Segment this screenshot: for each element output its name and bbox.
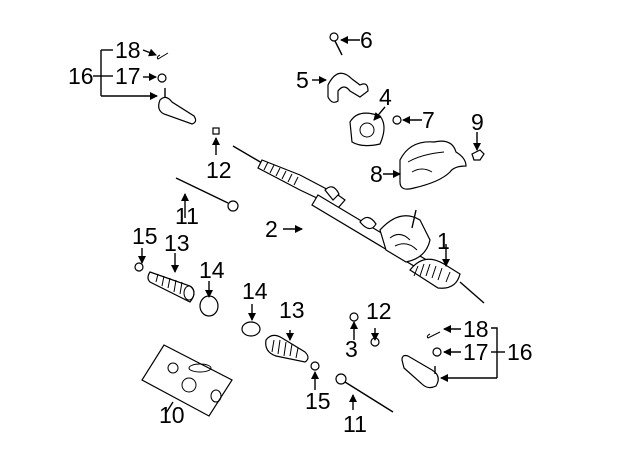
callout-12-left: 12 <box>206 157 232 183</box>
callout-3: 3 <box>345 336 358 362</box>
cotter-pin-left[interactable] <box>156 52 169 60</box>
nut-3[interactable] <box>349 312 359 322</box>
callout-13-right: 13 <box>279 297 305 323</box>
callout-18-right: 18 <box>463 316 489 342</box>
callout-6: 6 <box>360 27 373 53</box>
inner-tie-rod-right[interactable] <box>335 373 394 413</box>
callout-4: 4 <box>379 84 392 110</box>
callout-7: 7 <box>422 107 435 133</box>
callout-12-right: 12 <box>366 298 392 324</box>
callout-14-left: 14 <box>199 257 225 283</box>
callout-8: 8 <box>370 161 383 187</box>
nut-7[interactable] <box>392 115 402 125</box>
outer-tie-rod-right[interactable] <box>401 354 439 389</box>
callout-10: 10 <box>159 402 185 428</box>
heat-shield[interactable] <box>399 140 467 190</box>
callout-11-right: 11 <box>343 411 367 437</box>
mounting-bracket[interactable] <box>327 72 369 103</box>
castle-nut-right[interactable] <box>432 347 442 357</box>
callout-17-left: 17 <box>115 63 141 89</box>
jam-nut-left[interactable] <box>212 127 220 135</box>
rack-boot-left[interactable] <box>147 271 195 303</box>
small-clamp-left[interactable] <box>134 262 144 272</box>
callout-13-left: 13 <box>164 230 190 256</box>
inner-tie-rod-left[interactable] <box>175 177 239 212</box>
callout-5: 5 <box>296 67 309 93</box>
bracket-bolt[interactable] <box>329 32 343 56</box>
boot-kit[interactable] <box>141 344 233 417</box>
callout-14-right: 14 <box>242 278 268 304</box>
boot-clamp-right[interactable] <box>241 321 261 337</box>
callout-16-left: 16 <box>68 63 94 89</box>
rack-boot-right[interactable] <box>265 334 309 363</box>
small-clamp-right[interactable] <box>310 361 320 371</box>
callout-labels: 1 2 3 4 5 6 7 8 9 10 11 11 12 12 13 13 1… <box>68 27 533 437</box>
callout-17-right: 17 <box>463 339 489 365</box>
callout-11-left: 11 <box>175 203 199 229</box>
mount-bushing[interactable] <box>349 112 385 147</box>
cotter-pin-right[interactable] <box>426 331 441 339</box>
leader-lines <box>93 36 505 414</box>
callout-16-right: 16 <box>507 339 533 365</box>
outer-tie-rod-left[interactable] <box>158 88 197 125</box>
clip[interactable] <box>471 149 485 161</box>
callout-15-left: 15 <box>132 223 158 249</box>
steering-gear-assembly[interactable] <box>232 145 485 304</box>
castle-nut-left[interactable] <box>157 73 167 83</box>
callout-2: 2 <box>265 216 278 242</box>
callout-1: 1 <box>437 228 450 254</box>
boot-clamp-left[interactable] <box>199 295 219 317</box>
callout-9: 9 <box>471 109 484 135</box>
callout-18-left: 18 <box>115 37 141 63</box>
callout-15-right: 15 <box>305 388 331 414</box>
